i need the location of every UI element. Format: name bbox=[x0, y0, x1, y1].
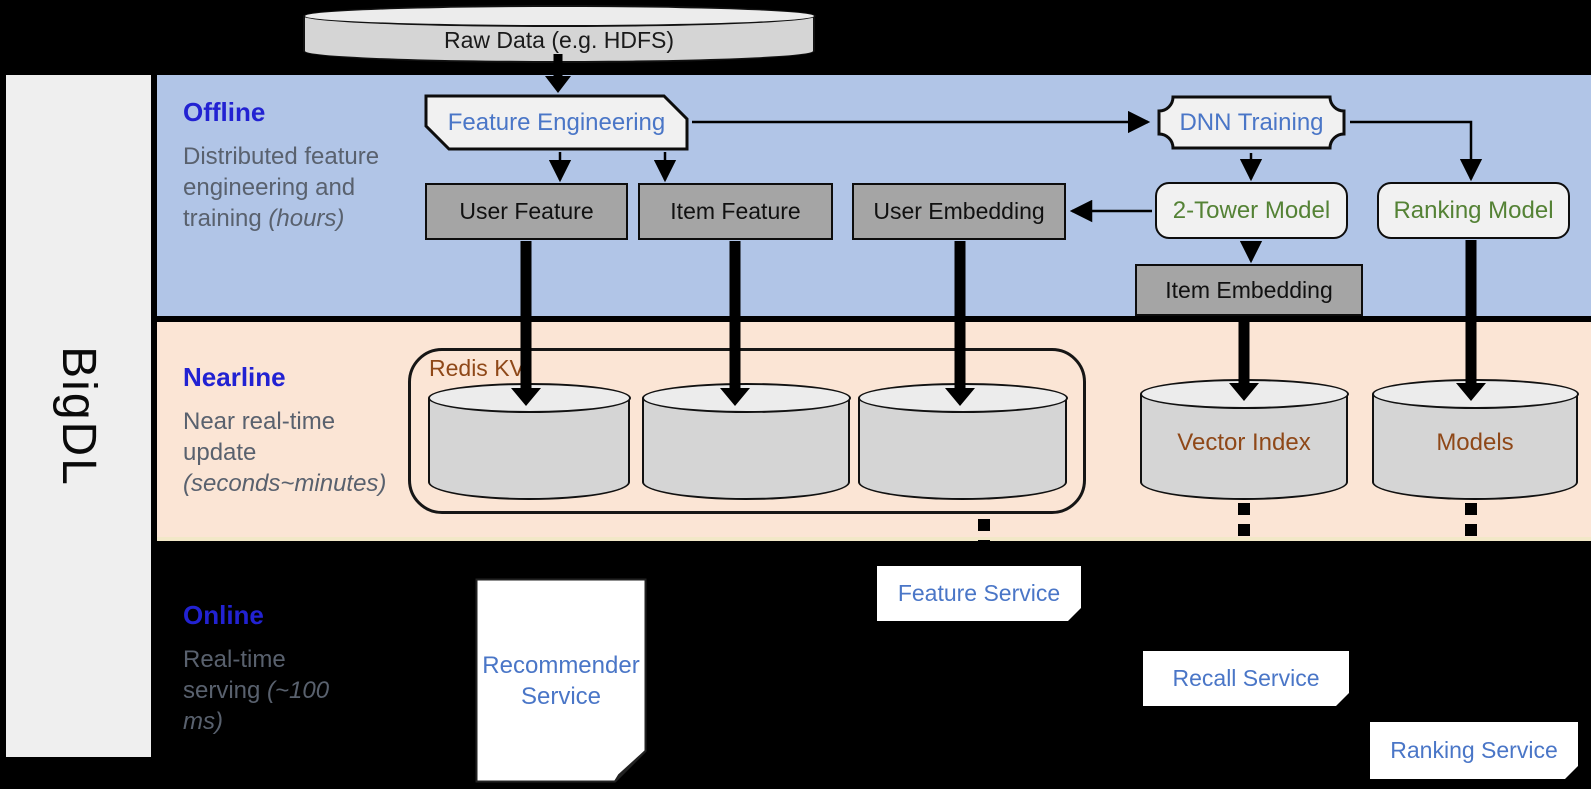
offline-desc-text: Distributed feature engineering and trai… bbox=[183, 143, 380, 232]
brand-label: BigDL bbox=[51, 345, 105, 487]
online-desc-note: (~100 ms) bbox=[183, 677, 330, 735]
feature-service-node: Feature Service bbox=[877, 566, 1081, 621]
redis-kv-container: Redis KV bbox=[408, 348, 1086, 514]
online-title: Online bbox=[183, 600, 264, 630]
redis-cylinder-3 bbox=[857, 383, 1068, 500]
bigdl-sidebar: BigDL bbox=[6, 75, 151, 757]
recall-service-node: Recall Service bbox=[1143, 651, 1349, 706]
online-lane-label: Online Real-time serving (~100 ms) bbox=[183, 600, 343, 737]
item-feature-label: Item Feature bbox=[670, 198, 801, 224]
redis-cylinder-2 bbox=[641, 383, 851, 500]
offline-lane-label: Offline Distributed feature engineering … bbox=[183, 97, 388, 234]
ranking-model-node: Ranking Model bbox=[1377, 182, 1570, 239]
item-feature-node: Item Feature bbox=[638, 183, 833, 240]
nearline-desc-text: Near real-time update bbox=[183, 408, 336, 466]
raw-data-store: Raw Data (e.g. HDFS) bbox=[302, 5, 816, 63]
vector-index-label: Vector Index bbox=[1177, 429, 1311, 457]
feature-engineering-node: Feature Engineering bbox=[423, 93, 690, 152]
raw-data-label: Raw Data (e.g. HDFS) bbox=[443, 26, 675, 53]
nearline-desc: Near real-time update (seconds~minutes) bbox=[183, 406, 401, 499]
recall-service-label: Recall Service bbox=[1172, 665, 1320, 691]
offline-title: Offline bbox=[183, 97, 266, 127]
dnn-training-node: DNN Training bbox=[1155, 93, 1348, 152]
models-label: Models bbox=[1436, 429, 1514, 457]
redis-kv-label: Redis KV bbox=[429, 355, 525, 381]
online-desc: Real-time serving (~100 ms) bbox=[183, 644, 343, 737]
redis-cylinder-1 bbox=[427, 383, 631, 500]
vector-index-store: Vector Index bbox=[1139, 379, 1349, 500]
user-embedding-node: User Embedding bbox=[852, 183, 1066, 240]
nearline-title: Nearline bbox=[183, 362, 286, 392]
item-embedding-label: Item Embedding bbox=[1165, 276, 1333, 303]
snip-corner-rectangle-shape bbox=[424, 94, 689, 151]
two-tower-model-node: 2-Tower Model bbox=[1155, 182, 1348, 239]
plaque-shape bbox=[1157, 95, 1346, 150]
user-feature-label: User Feature bbox=[459, 198, 594, 224]
user-embedding-label: User Embedding bbox=[873, 198, 1045, 224]
document-shape bbox=[475, 578, 647, 783]
ranking-service-label: Ranking Service bbox=[1390, 737, 1558, 763]
user-feature-node: User Feature bbox=[425, 183, 628, 240]
models-store: Models bbox=[1371, 379, 1579, 500]
recommender-service-node: Recommender Service bbox=[475, 578, 647, 783]
ranking-service-node: Ranking Service bbox=[1370, 722, 1578, 779]
nearline-lane-label: Nearline Near real-time update (seconds~… bbox=[183, 362, 401, 499]
item-embedding-node: Item Embedding bbox=[1135, 264, 1363, 316]
offline-desc: Distributed feature engineering and trai… bbox=[183, 141, 388, 234]
online-desc-text: Real-time serving bbox=[183, 646, 286, 704]
feature-service-label: Feature Service bbox=[897, 580, 1061, 606]
nearline-desc-note: (seconds~minutes) bbox=[183, 470, 387, 497]
ranking-model-label: Ranking Model bbox=[1393, 196, 1554, 224]
recommender-service-label: Recommender Service bbox=[482, 651, 640, 710]
feature-engineering-label: Feature Engineering bbox=[447, 108, 666, 136]
offline-desc-note: (hours) bbox=[268, 205, 345, 232]
dnn-training-label: DNN Training bbox=[1179, 108, 1324, 136]
two-tower-model-label: 2-Tower Model bbox=[1172, 196, 1331, 224]
